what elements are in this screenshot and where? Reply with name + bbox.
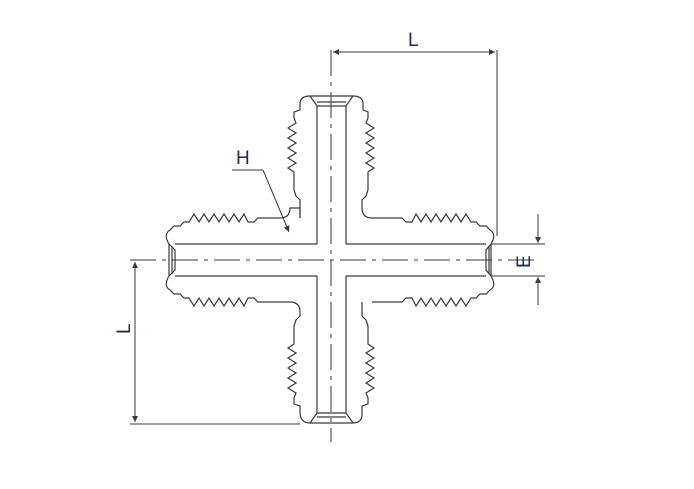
dimension-left-length — [130, 262, 300, 425]
dimension-port-diameter — [491, 214, 545, 305]
leader-hex — [232, 169, 290, 233]
label-left-length: L — [114, 323, 135, 334]
center-lines — [130, 50, 540, 442]
label-hex: H — [236, 148, 250, 169]
label-top-length: L — [408, 30, 419, 51]
label-port-diameter: E — [514, 255, 535, 268]
fitting-body — [165, 95, 495, 424]
dimension-top-length — [333, 49, 498, 236]
